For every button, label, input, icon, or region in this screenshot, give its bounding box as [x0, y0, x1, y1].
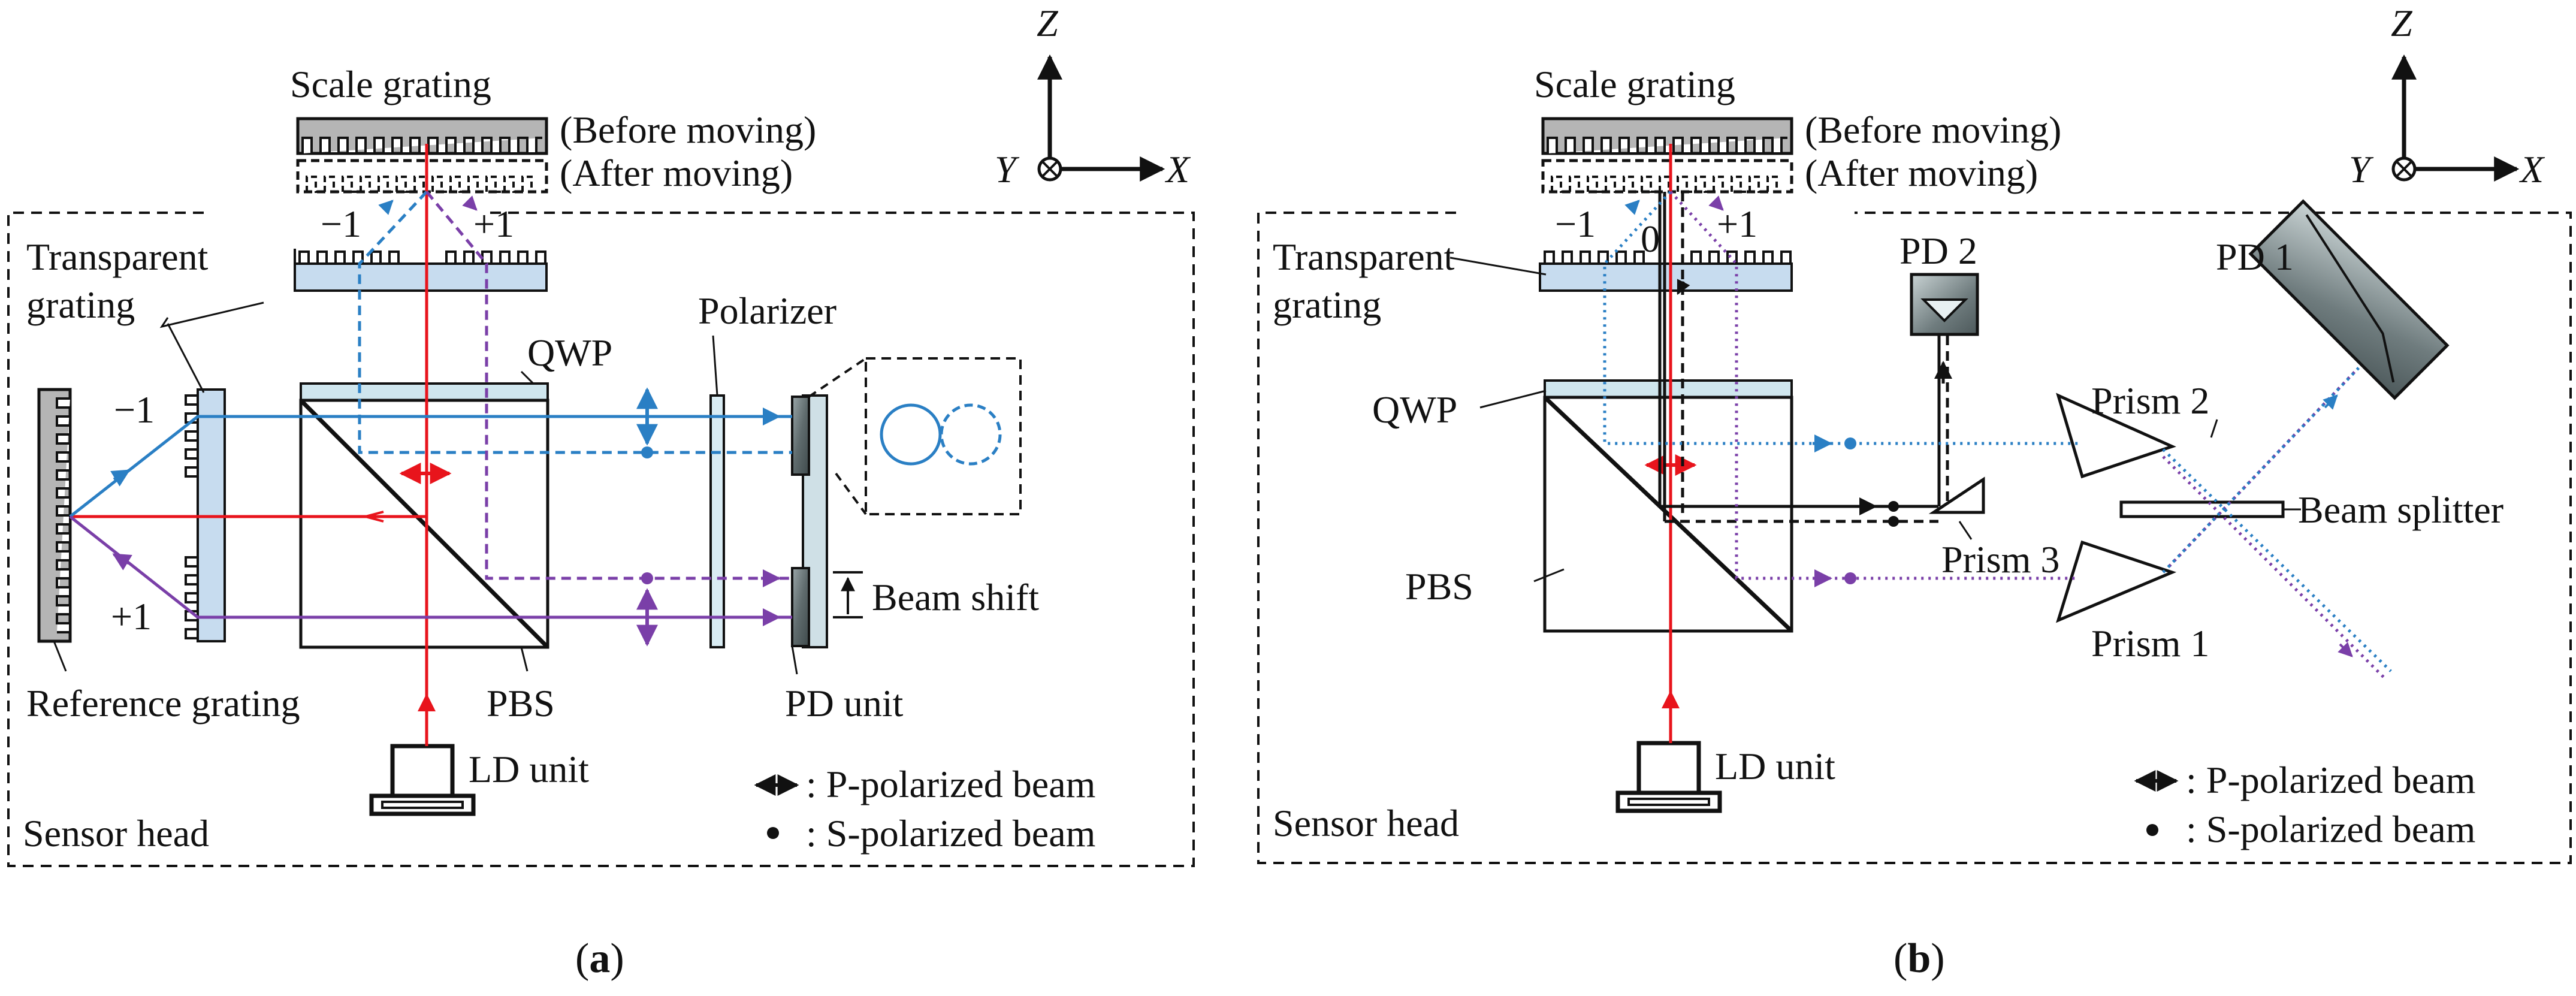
prism2-label-b: Prism 2: [2091, 379, 2209, 422]
pbs-label-b: PBS: [1405, 565, 1473, 608]
beam-spot-dashed-a: [940, 403, 1002, 466]
axis-y-label-b: Y: [2349, 148, 2374, 191]
pbs-diagonal-a: [299, 399, 549, 649]
minus-one-dashed-a: [358, 191, 792, 454]
prism1-b: [2056, 540, 2177, 623]
pd-unit-label-a: PD unit: [785, 682, 904, 725]
minus-one-side-label-a: −1: [114, 388, 155, 431]
scale-grating-label-b: Scale grating: [1534, 63, 1735, 105]
ld-unit-label-b: LD unit: [1715, 745, 1835, 787]
after-moving-label-a: (After moving): [560, 152, 793, 194]
beam-splitter-b: [2119, 500, 2285, 518]
axis-x-label-b: X: [2518, 148, 2545, 191]
reference-grating-label-a: Reference grating: [26, 682, 300, 725]
axes-a: [1037, 54, 1165, 182]
plus-one-dashed-a: [425, 191, 792, 580]
prism3-label-b: Prism 3: [1941, 538, 2059, 581]
qwp-plate-a: [300, 382, 549, 402]
grating-label-a: grating: [26, 283, 135, 326]
beam-shift-label-a: Beam shift: [872, 576, 1039, 618]
sensor-head-label-a: Sensor head: [23, 812, 209, 855]
scale-grating-before-b: [1541, 117, 1793, 155]
plus-one-beam-a: [69, 515, 792, 619]
prism2-b: [2056, 393, 2176, 479]
pd1-b: [2248, 199, 2450, 400]
axis-z-label-a: Z: [1037, 2, 1059, 44]
transparent-label-b: Transparent: [1273, 236, 1455, 278]
axis-x-label-a: X: [1164, 148, 1191, 191]
axes-b: [2391, 54, 2520, 182]
minus-one-label-b: −1: [1555, 203, 1596, 245]
axis-y-label-a: Y: [995, 148, 1020, 191]
plus-one-beam-b: [1669, 191, 2079, 580]
qwp-label-a: QWP: [527, 331, 612, 374]
sensor-head-box-b: [1257, 212, 2572, 864]
pbs-diagonal-b: [1543, 396, 1793, 633]
plus-one-label-a: +1: [473, 203, 514, 245]
pd2-label-b: PD 2: [1899, 230, 1977, 272]
before-moving-label-a: (Before moving): [560, 108, 816, 151]
caption-b: (b): [1894, 935, 1945, 982]
p-beam-label-a: : P-polarized beam: [806, 763, 1095, 805]
qwp-plate-b: [1544, 379, 1793, 399]
beam-spot-solid-a: [880, 403, 942, 466]
scale-grating-before-a: [296, 117, 548, 155]
ld-unit-a: [369, 744, 476, 816]
prism3-b: [1928, 476, 1985, 514]
minus-one-label-a: −1: [321, 203, 361, 245]
panel-b: Scale grating (Before moving) (After mov…: [1257, 2, 2572, 982]
sensor-head-label-b: Sensor head: [1273, 802, 1459, 844]
polarizer-a: [709, 394, 725, 648]
reference-grating-a: [37, 388, 72, 643]
s-beam-label-a: : S-polarized beam: [806, 812, 1095, 855]
scale-grating-after-a: [296, 159, 548, 194]
zero-label-b: 0: [1641, 218, 1660, 260]
after-moving-label-b: (After moving): [1805, 152, 2038, 194]
pd-inset-box-a: [865, 357, 1022, 515]
transparent-grating-top-a: [294, 249, 548, 292]
pd1-label-b: PD 1: [2216, 236, 2294, 278]
ld-unit-label-a: LD unit: [469, 748, 589, 790]
grating-label-b: grating: [1273, 283, 1381, 326]
plus-one-side-label-a: +1: [111, 595, 152, 638]
scale-grating-label-a: Scale grating: [290, 63, 491, 105]
beam-splitter-label-b: Beam splitter: [2298, 488, 2503, 531]
axis-z-label-b: Z: [2391, 2, 2413, 44]
polarizer-label-a: Polarizer: [698, 289, 836, 332]
pd2-b: [1910, 273, 1979, 336]
scale-grating-after-b: [1541, 159, 1793, 194]
transparent-label-a: Transparent: [26, 236, 209, 278]
pd-unit-a: [791, 394, 828, 648]
p-beam-label-b: : P-polarized beam: [2186, 759, 2475, 801]
s-beam-label-b: : S-polarized beam: [2186, 808, 2475, 850]
pbs-label-a: PBS: [487, 682, 555, 725]
caption-a: (a): [575, 935, 624, 982]
before-moving-label-b: (Before moving): [1805, 108, 2061, 151]
panel-a: Scale grating (Before moving) (After mov…: [7, 2, 1195, 982]
plus-one-label-b: +1: [1717, 203, 1757, 245]
ld-unit-b: [1615, 741, 1722, 813]
minus-one-beam-b: [1603, 191, 2079, 445]
sensor-head-box-a: [7, 212, 1195, 867]
prism1-label-b: Prism 1: [2091, 622, 2209, 665]
qwp-label-b: QWP: [1372, 388, 1457, 431]
